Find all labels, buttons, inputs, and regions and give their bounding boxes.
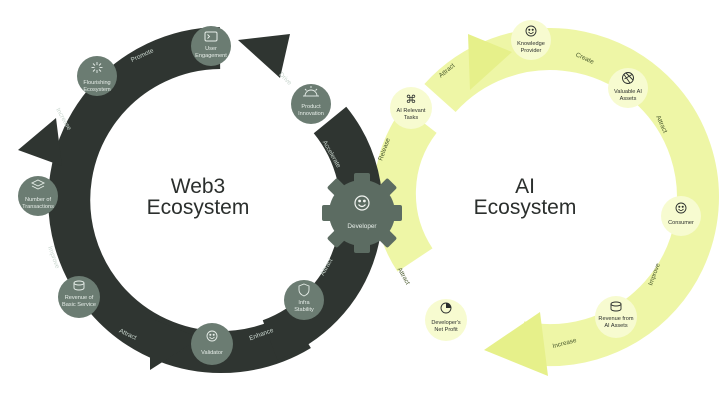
- ai-arrow-bottom: [484, 312, 548, 376]
- node-ai-relevant-tasks: ⌘ AI Relevant Tasks: [390, 87, 432, 129]
- node-label-line: Engagement: [195, 53, 227, 59]
- node-label-line: Revenue from: [598, 316, 633, 322]
- node-revenue-of-basic-service: Revenue of Basic Service: [58, 276, 100, 318]
- node-infra-stability: Infra Stability: [284, 280, 324, 320]
- node-validator: Validator: [191, 323, 233, 365]
- node-label-line: Number of: [25, 197, 52, 203]
- aperture-icon: [622, 72, 634, 84]
- node-consumer: Consumer: [661, 196, 701, 236]
- developer-label: Developer: [347, 223, 377, 230]
- node-label-line: Innovation: [298, 111, 324, 117]
- node-developer: Developer: [322, 173, 402, 253]
- node-number-of-transactions: Number of Transactions: [18, 176, 58, 216]
- node-label-line: Provider: [521, 48, 542, 54]
- ai-ring-left-arc: [373, 107, 437, 272]
- web3-arrow-bottom: [150, 318, 200, 370]
- node-revenue-from-ai-assets: Revenue from AI Assets: [595, 296, 637, 338]
- terminal-icon: [204, 31, 218, 42]
- node-flourishing-ecosystem: Flourishing Ecosystem: [77, 56, 117, 96]
- node-label-line: Net Profit: [434, 327, 458, 333]
- node-label-line: Developer's: [431, 320, 461, 326]
- node-label-line: Flourishing: [83, 80, 110, 86]
- web3-verb-drive: Drive: [277, 71, 293, 87]
- shield-icon: [298, 283, 310, 297]
- node-label-line: Knowledge: [517, 41, 545, 47]
- sparkle-icon: [91, 62, 103, 73]
- node-label-line: Product: [301, 104, 321, 110]
- layers-icon: [30, 179, 46, 190]
- node-label-line: AI Relevant: [397, 108, 426, 114]
- smile-icon: [525, 25, 537, 37]
- ai-title-line2: Ecosystem: [474, 196, 577, 219]
- coins-icon: [73, 280, 85, 291]
- ai-title-line1: AI: [515, 175, 535, 198]
- node-label-line: Assets: [620, 96, 637, 102]
- node-label-line: User: [205, 46, 217, 52]
- web3-arrow-top: [238, 34, 290, 78]
- node-label-line: Consumer: [668, 220, 694, 226]
- node-label-line: AI Assets: [604, 323, 628, 329]
- svg-text:⌘: ⌘: [406, 93, 417, 106]
- node-label-line: Infra: [298, 300, 310, 306]
- command-icon: ⌘: [406, 93, 417, 106]
- node-label-line: Stability: [294, 307, 314, 313]
- node-developers-net-profit: Developer's Net Profit: [425, 299, 467, 341]
- node-valuable-ai-assets: Valuable AI Assets: [608, 68, 648, 108]
- ai-verb-attract-2: Attract: [396, 267, 411, 287]
- node-product-innovation: Product Innovation: [291, 84, 331, 124]
- web3-title-line2: Ecosystem: [147, 196, 250, 219]
- node-knowledge-provider: Knowledge Provider: [511, 20, 551, 60]
- node-label-line: Ecosystem: [83, 87, 111, 93]
- node-label-line: Valuable AI: [614, 89, 642, 95]
- web3-title-line1: Web3: [171, 175, 225, 198]
- node-user-engagement: User Engagement: [191, 26, 231, 66]
- sunrise-icon: [303, 86, 319, 97]
- coins-icon: [610, 301, 622, 312]
- node-label-line: Tasks: [404, 115, 419, 121]
- smile-icon: [206, 330, 218, 342]
- node-label-line: Transactions: [22, 204, 54, 210]
- web3-arrow-left: [18, 118, 62, 166]
- smile-icon: [354, 195, 370, 211]
- ai-arrow-top: [468, 34, 512, 90]
- node-label-line: Basic Service: [62, 302, 96, 308]
- node-label-line: Revenue of: [65, 295, 94, 301]
- smile-icon: [675, 202, 687, 214]
- gear-shape: [322, 173, 402, 253]
- pie-icon: [440, 302, 452, 314]
- node-label-line: Validator: [201, 350, 223, 356]
